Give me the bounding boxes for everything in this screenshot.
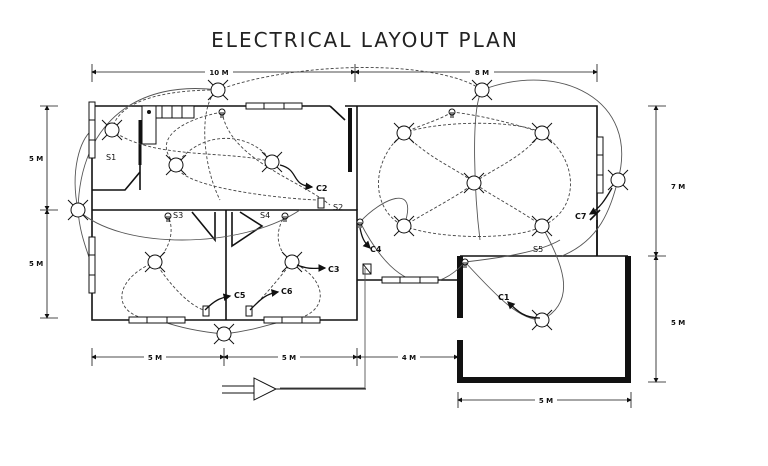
dim-right-upper: 7 M (671, 183, 685, 191)
label-c2: C2 (316, 184, 327, 193)
light-fixture (471, 79, 493, 101)
tube-light (88, 101, 96, 159)
switch-point (218, 108, 226, 119)
light-fixture (213, 323, 235, 345)
tube-light (596, 136, 604, 194)
socket-icon (245, 305, 253, 317)
light-fixture (531, 309, 553, 331)
label-s5: S5 (533, 245, 543, 254)
label-c6: C6 (281, 287, 293, 296)
light-fixture (67, 199, 89, 221)
label-c1: C1 (498, 293, 510, 302)
dim-bottom-3: 4 M (402, 354, 416, 362)
circuit-arrows (204, 164, 613, 319)
light-fixture (463, 172, 485, 194)
dim-right-lower: 5 M (671, 319, 685, 327)
tube-light (128, 316, 186, 324)
light-fixture (144, 251, 166, 273)
light-fixture (531, 122, 553, 144)
tube-light (263, 316, 321, 324)
tube-lights (88, 101, 604, 324)
dim-bottom-2: 5 M (282, 354, 296, 362)
label-c3: C3 (328, 265, 339, 274)
label-s3: S3 (173, 211, 183, 220)
light-fixture (261, 151, 283, 173)
light-fixture (607, 169, 629, 191)
dim-top-left: 10 M (209, 69, 228, 77)
main-supply-icon (222, 377, 366, 401)
socket-icon (202, 305, 210, 317)
label-s1: S1 (106, 153, 116, 162)
switches (164, 108, 469, 317)
dim-top-right: 8 M (475, 69, 489, 77)
light-fixture (531, 215, 553, 237)
light-fixture (165, 154, 187, 176)
tube-light (245, 102, 303, 110)
dimension-lines (40, 64, 666, 408)
walls (91, 105, 631, 383)
tube-light (88, 236, 96, 294)
light-fixture (207, 79, 229, 101)
label-c5: C5 (234, 291, 246, 300)
label-c7: C7 (575, 212, 586, 221)
switch-point (281, 212, 289, 223)
dim-bottom-1: 5 M (148, 354, 162, 362)
label-s4: S4 (260, 211, 270, 220)
label-s2: S2 (333, 203, 343, 212)
light-fixture (393, 122, 415, 144)
light-fixture (281, 251, 303, 273)
socket-icon (317, 197, 325, 209)
light-fixture (393, 215, 415, 237)
plan-title: ELECTRICAL LAYOUT PLAN (211, 28, 519, 52)
dim-bottom-4: 5 M (539, 397, 553, 405)
tube-light (381, 276, 439, 284)
light-fixture (101, 119, 123, 141)
dim-left-upper: 5 M (29, 155, 43, 163)
label-c4: C4 (370, 245, 382, 254)
switch-point (448, 108, 456, 119)
dim-left-lower: 5 M (29, 260, 43, 268)
